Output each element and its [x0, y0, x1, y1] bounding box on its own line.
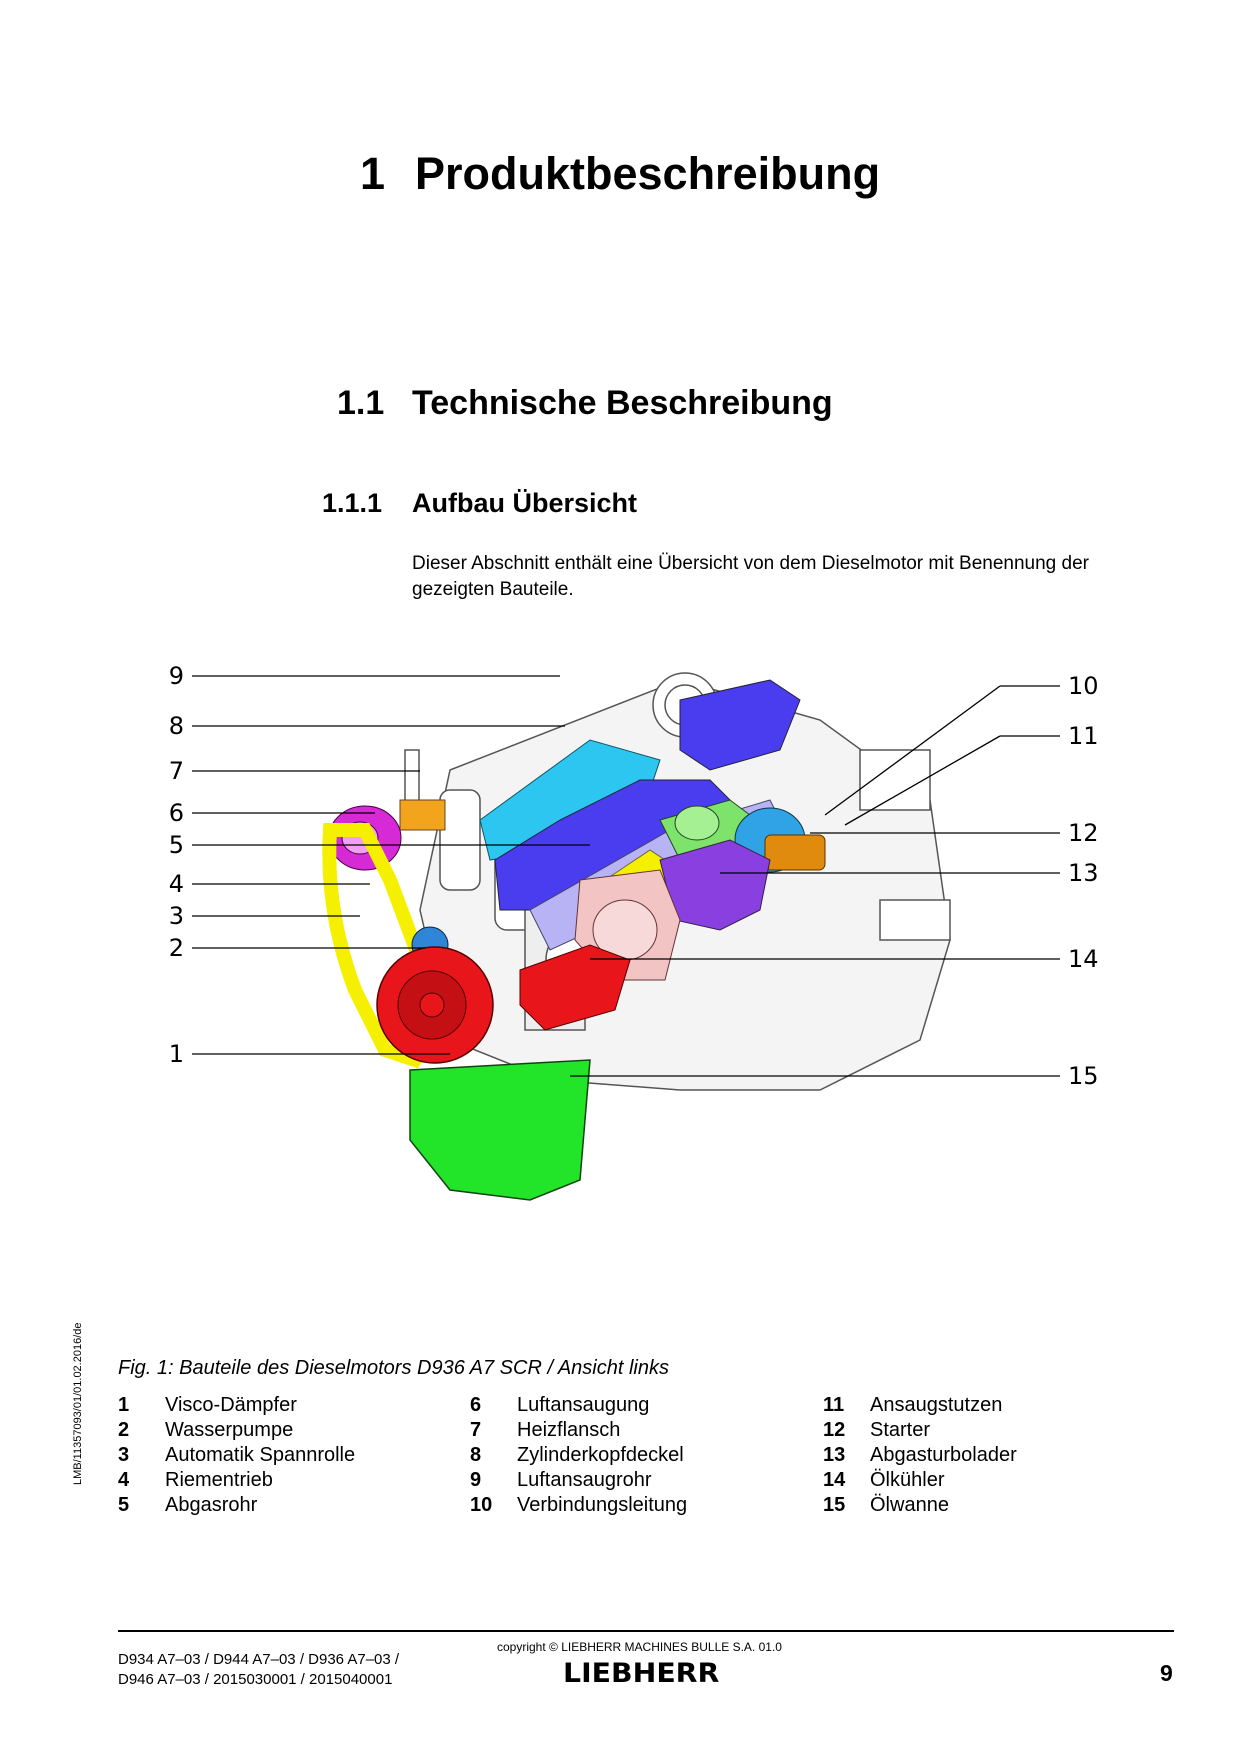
chapter-number: 1 [360, 148, 386, 199]
callout-4: 4 [169, 870, 184, 898]
legend-label: Abgasturbolader [870, 1444, 1017, 1466]
legend-item: 10 Verbindungsleitung [470, 1493, 687, 1518]
legend-number: 10 [470, 1494, 493, 1516]
legend-number: 8 [470, 1444, 482, 1466]
legend-item: 2 Wasserpumpe [118, 1418, 355, 1443]
callout-13: 13 [1068, 859, 1099, 887]
callout-6: 6 [169, 799, 184, 827]
legend-column-3: 11 Ansaugstutzen 12 Starter 13 Abgasturbola… [823, 1393, 1017, 1518]
legend-item: 6 Luftansaugung [470, 1393, 687, 1418]
legend-column-1: 1 Visco-Dämpfer 2 Wasserpumpe 3 Automatik S… [118, 1393, 355, 1518]
legend-number: 2 [118, 1419, 130, 1441]
figure-caption: Fig. 1: Bauteile des Dieselmotors D936 A… [118, 1357, 669, 1379]
legend-number: 14 [823, 1469, 846, 1491]
intro-paragraph: Dieser Abschnitt enthält eine Übersicht … [412, 553, 1089, 600]
footer-copyright: copyright © LIEBHERR MACHINES BULLE S.A.… [497, 1640, 782, 1654]
legend-item: 14 Ölkühler [823, 1468, 1017, 1493]
subsection-number: 1.1.1 [322, 488, 383, 518]
legend-label: Zylinderkopfdeckel [517, 1444, 684, 1466]
callout-10: 10 [1068, 672, 1099, 700]
legend-number: 11 [823, 1394, 845, 1416]
legend-column-2: 6 Luftansaugung 7 Heizflansch 8 Zylinderkop… [470, 1393, 687, 1518]
legend-label: Starter [870, 1419, 931, 1441]
legend-label: Heizflansch [517, 1419, 621, 1441]
legend-item: 9 Luftansaugrohr [470, 1468, 687, 1493]
document-code: LMB/11357093/01/01.02.2016/de [72, 1322, 84, 1486]
legend-item: 15 Ölwanne [823, 1493, 1017, 1518]
callout-12: 12 [1068, 819, 1099, 847]
engine-figure: 9 8 7 6 5 4 3 2 1 10 11 12 13 14 15 [169, 662, 1099, 1201]
leader-lines [192, 675, 1060, 1077]
oelwanne-part [409, 1059, 591, 1201]
legend-number: 12 [823, 1419, 846, 1441]
callout-1: 1 [169, 1040, 184, 1068]
subsection-title: Aufbau Übersicht [412, 488, 638, 518]
legend-label: Riementrieb [165, 1469, 273, 1491]
legend-number: 7 [470, 1419, 482, 1441]
section-number: 1.1 [337, 384, 385, 422]
legend-number: 9 [470, 1469, 482, 1491]
liebherr-logo: LIEBHERR [563, 1658, 720, 1689]
section-title: Technische Beschreibung [412, 384, 833, 422]
chapter-heading: 1 Produktbeschreibung [360, 148, 880, 200]
chapter-title: Produktbeschreibung [415, 148, 881, 199]
legend-label: Ölkühler [870, 1469, 945, 1491]
legend-label: Abgasrohr [165, 1494, 258, 1516]
oelkuehler-part [519, 944, 631, 1031]
heizflansch-part [399, 799, 446, 831]
section-heading: 1.1 Technische Beschreibung [337, 384, 833, 423]
legend-item: 4 Riementrieb [118, 1468, 355, 1493]
legend-label: Ansaugstutzen [870, 1394, 1003, 1416]
callout-8: 8 [169, 712, 184, 740]
callout-11: 11 [1068, 722, 1099, 750]
legend-label: Luftansaugung [517, 1394, 650, 1416]
legend-label: Wasserpumpe [165, 1419, 294, 1441]
legend-label: Ölwanne [870, 1494, 949, 1516]
callout-3: 3 [169, 902, 184, 930]
legend-item: 7 Heizflansch [470, 1418, 687, 1443]
subsection-heading: 1.1.1 Aufbau Übersicht [322, 488, 637, 519]
legend-label: Luftansaugrohr [517, 1469, 652, 1491]
legend-number: 1 [118, 1394, 130, 1416]
legend-item: 13 Abgasturbolader [823, 1443, 1017, 1468]
legend-number: 13 [823, 1444, 846, 1466]
legend-item: 1 Visco-Dämpfer [118, 1393, 355, 1418]
footer-divider [118, 1630, 1174, 1632]
callout-9: 9 [169, 662, 184, 690]
legend-number: 3 [118, 1444, 130, 1466]
legend-item: 11 Ansaugstutzen [823, 1393, 1017, 1418]
legend-number: 6 [470, 1394, 482, 1416]
callout-numbers: 9 8 7 6 5 4 3 2 1 10 11 12 13 14 15 [169, 662, 1099, 1090]
page-number: 9 [1160, 1660, 1173, 1686]
legend-number: 5 [118, 1494, 130, 1516]
legend-item: 5 Abgasrohr [118, 1493, 355, 1518]
legend-label: Verbindungsleitung [517, 1494, 688, 1516]
callout-15: 15 [1068, 1062, 1099, 1090]
callout-14: 14 [1068, 945, 1099, 973]
legend-item: 3 Automatik Spannrolle [118, 1443, 355, 1468]
legend-label: Automatik Spannrolle [165, 1444, 356, 1466]
footer-models-line-2: D946 A7–03 / 2015030001 / 2015040001 [118, 1671, 393, 1688]
legend-number: 15 [823, 1494, 846, 1516]
legend-item: 12 Starter [823, 1418, 1017, 1443]
legend-number: 4 [118, 1469, 130, 1491]
legend-item: 8 Zylinderkopfdeckel [470, 1443, 687, 1468]
callout-5: 5 [169, 831, 184, 859]
callout-2: 2 [169, 934, 184, 962]
zylinderkopfdeckel-part-rear [679, 679, 801, 771]
footer-models-line-1: D934 A7–03 / D944 A7–03 / D936 A7–03 / [118, 1651, 400, 1668]
callout-7: 7 [169, 757, 184, 785]
footer-models: D934 A7–03 / D944 A7–03 / D936 A7–03 / D… [118, 1650, 399, 1690]
starter-part [764, 834, 826, 871]
legend-label: Visco-Dämpfer [165, 1394, 297, 1416]
